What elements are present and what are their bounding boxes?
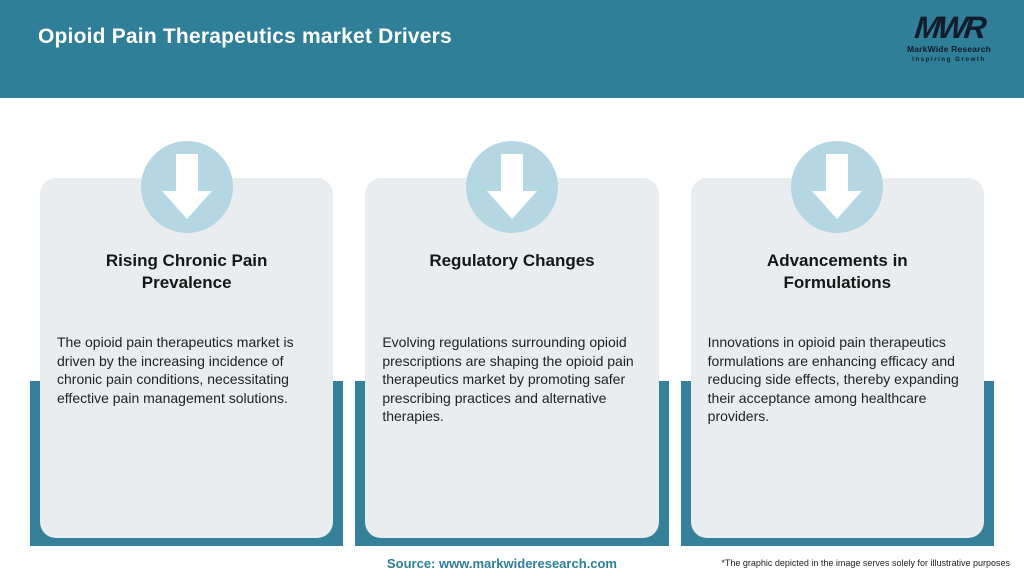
card-description: Innovations in opioid pain therapeutics …	[707, 334, 959, 424]
card-description: Evolving regulations surrounding opioid …	[382, 334, 634, 424]
driver-card-column-3: Advancements in Formulations Innovations…	[680, 141, 994, 546]
card-icon-badge	[140, 141, 233, 233]
card-title-text: Rising Chronic Pain Prevalence	[105, 251, 268, 292]
markwide-research-logo: MWR MarkWide Research Inspiring Growth	[894, 10, 1004, 63]
disclaimer-note: *The graphic depicted in the image serve…	[721, 558, 1010, 568]
source-link[interactable]: Source: www.markwideresearch.com	[386, 556, 617, 571]
card-icon-badge	[791, 141, 884, 233]
driver-card: Rising Chronic Pain Prevalence The opioi…	[40, 178, 334, 538]
logo-monogram: MWR	[912, 10, 986, 45]
down-arrow-icon	[466, 141, 558, 233]
card-description: The opioid pain therapeutics market is d…	[57, 334, 294, 406]
card-title: Advancements in Formulations	[708, 178, 967, 314]
card-title-text: Advancements in Formulations	[766, 251, 908, 292]
card-title: Rising Chronic Pain Prevalence	[57, 178, 316, 314]
card-title: Regulatory Changes	[382, 178, 641, 314]
driver-card: Advancements in Formulations Innovations…	[690, 178, 984, 538]
header-band: Opioid Pain Therapeutics market Drivers …	[0, 0, 1024, 98]
down-arrow-icon	[141, 141, 233, 233]
driver-card-column-2: Regulatory Changes Evolving regulations …	[355, 141, 669, 546]
card-title-text: Regulatory Changes	[429, 251, 595, 270]
driver-cards-row: Rising Chronic Pain Prevalence The opioi…	[30, 141, 994, 546]
logo-name: MarkWide Research	[906, 44, 992, 54]
down-arrow-icon	[791, 141, 883, 233]
logo-tagline: Inspiring Growth	[912, 56, 986, 63]
driver-card: Regulatory Changes Evolving regulations …	[365, 178, 659, 538]
driver-card-column-1: Rising Chronic Pain Prevalence The opioi…	[30, 141, 344, 546]
card-icon-badge	[465, 141, 558, 233]
page-title: Opioid Pain Therapeutics market Drivers	[38, 25, 452, 48]
